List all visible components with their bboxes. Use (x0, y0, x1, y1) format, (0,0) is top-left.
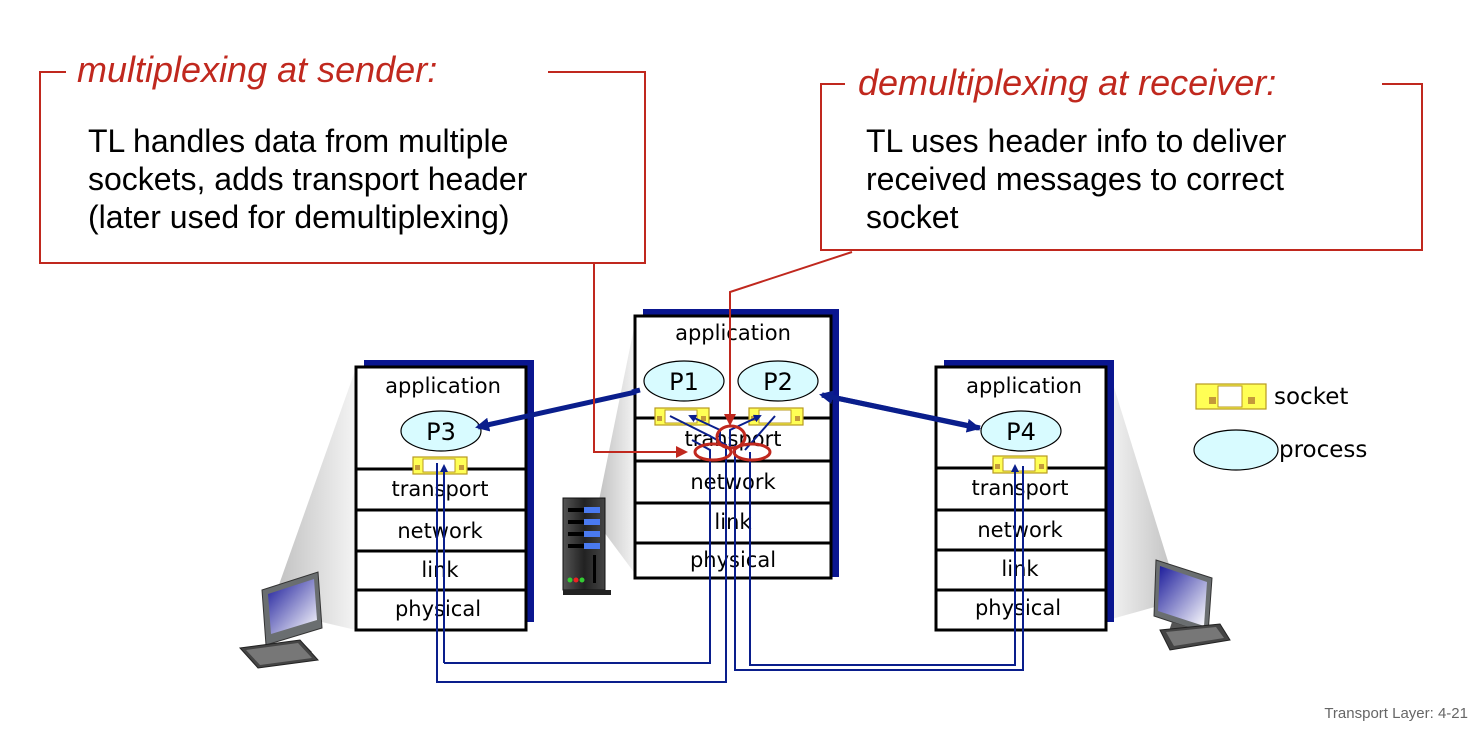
callout-sender-line: (later used for demultiplexing) (88, 199, 510, 235)
path-p1-to-p3 (436, 415, 727, 683)
left-host-beam (270, 368, 356, 630)
right-host-beam (1108, 368, 1180, 620)
layer-transport: transport (971, 476, 1068, 500)
server-protocol-stack: application transport network link physi… (633, 309, 839, 580)
layer-physical: physical (975, 596, 1061, 620)
mux-circle-left (693, 442, 733, 462)
layer-application: application (675, 321, 791, 345)
legend-process-icon (1193, 429, 1279, 471)
legend: socket process (1193, 383, 1367, 471)
server-icon (562, 497, 611, 595)
callout-receiver: demultiplexing at receiver: TL uses head… (820, 62, 1423, 251)
callout-sender: multiplexing at sender: TL handles data … (39, 49, 646, 264)
callout-sender-line: TL handles data from multiple (88, 123, 508, 159)
layer-application: application (385, 374, 501, 398)
process-p2-label: P2 (763, 368, 793, 396)
callout-sender-line: sockets, adds transport header (88, 161, 528, 197)
process-p3-label: P3 (426, 418, 456, 446)
path-p2-to-p4 (734, 445, 1024, 671)
layer-application: application (966, 374, 1082, 398)
socket-p4 (992, 455, 1048, 474)
process-p4 (980, 410, 1062, 452)
right-protocol-stack: application transport network link physi… (934, 360, 1114, 632)
callout-sender-title: multiplexing at sender: (77, 49, 437, 90)
slide-footer: Transport Layer: 4-21 (1324, 705, 1468, 722)
arrow-p1-to-p3 (475, 389, 637, 432)
mux-circle-right (732, 442, 772, 462)
process-p4-label: P4 (1006, 418, 1036, 446)
callout-receiver-line: socket (866, 199, 959, 235)
pointer-sender-callout (593, 263, 688, 458)
callout-receiver-frame (820, 83, 1423, 251)
callout-receiver-line: TL uses header info to deliver (866, 123, 1287, 159)
layer-link: link (1001, 557, 1039, 581)
left-protocol-stack: application transport network link physi… (354, 360, 534, 632)
layer-network: network (977, 518, 1063, 542)
legend-process-label: process (1279, 437, 1367, 463)
socket-p3 (412, 456, 468, 475)
callout-sender-frame (39, 71, 646, 264)
process-p2 (737, 360, 819, 402)
client-computer-left-icon (238, 571, 323, 669)
pointer-receiver-callout (724, 251, 853, 426)
legend-socket-icon (1195, 383, 1267, 410)
layer-network: network (690, 470, 776, 494)
layer-link: link (421, 558, 459, 582)
network-paths (436, 414, 1024, 683)
layer-physical: physical (690, 548, 776, 572)
layer-transport: transport (391, 477, 488, 501)
client-computer-right-icon (1153, 559, 1231, 651)
layer-link: link (714, 510, 752, 534)
process-p1 (643, 360, 725, 402)
mux-circle-center (715, 424, 747, 450)
layer-network: network (397, 519, 483, 543)
mux-markers (593, 251, 853, 462)
callout-receiver-title: demultiplexing at receiver: (858, 62, 1276, 103)
callout-receiver-line: received messages to correct (866, 161, 1284, 197)
legend-socket-label: socket (1274, 384, 1348, 410)
process-p1-label: P1 (669, 368, 699, 396)
